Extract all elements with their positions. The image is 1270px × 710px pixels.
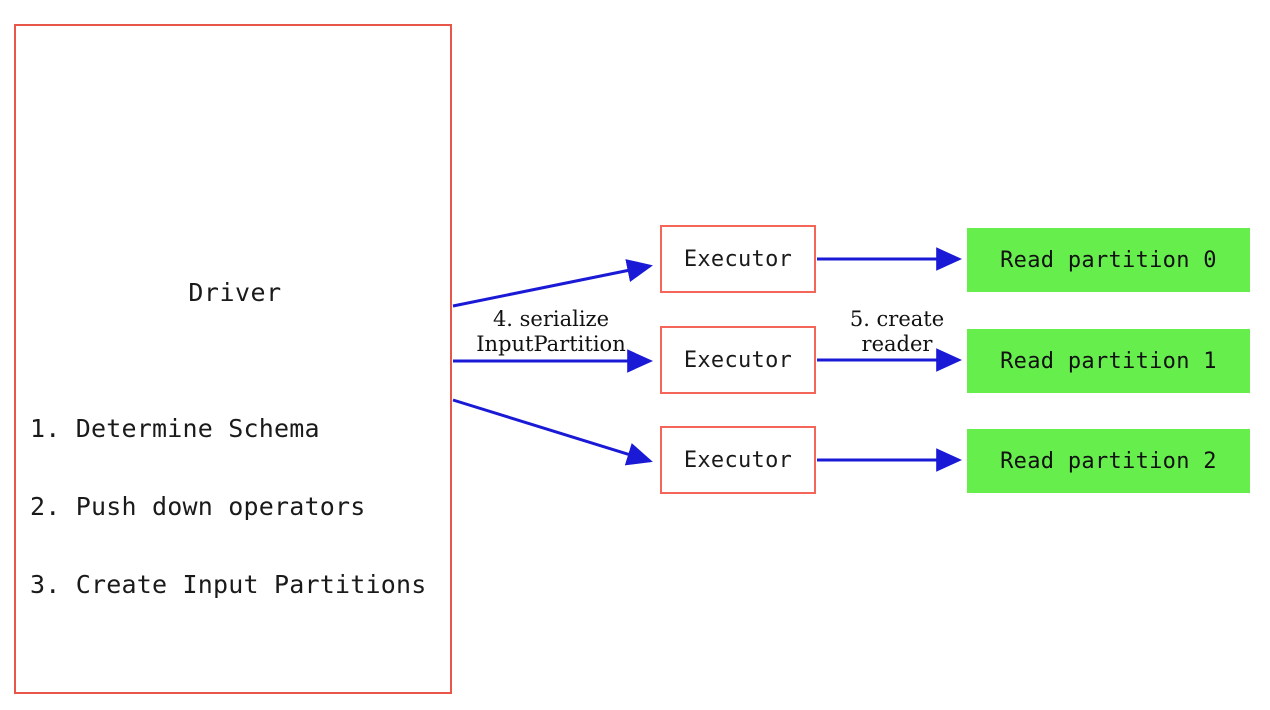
executor-box-1: Executor xyxy=(660,326,816,394)
executor-box-0: Executor xyxy=(660,225,816,293)
edge-label-serialize-line-2: InputPartition xyxy=(476,332,626,356)
driver-step-3: 3. Create Input Partitions xyxy=(30,570,427,599)
executor-label-2: Executor xyxy=(683,447,793,473)
driver-title: Driver xyxy=(188,278,282,307)
driver-step-1: 1. Determine Schema xyxy=(30,414,320,443)
driver-step-list: 1. Determine Schema 2. Push down operato… xyxy=(30,364,450,650)
arrow-driver-to-executor-2 xyxy=(452,398,653,466)
driver-box: Driver 1. Determine Schema 2. Push down … xyxy=(14,24,452,694)
partition-box-2: Read partition 2 xyxy=(967,429,1250,493)
partition-label-2: Read partition 2 xyxy=(1000,448,1217,474)
driver-step-2: 2. Push down operators xyxy=(30,492,366,521)
edge-label-create-line-2: reader xyxy=(861,332,933,356)
executor-label-1: Executor xyxy=(683,347,793,373)
executor-label-0: Executor xyxy=(683,246,793,272)
partition-label-1: Read partition 1 xyxy=(1000,348,1217,374)
edge-label-serialize-line-1: 4. serialize xyxy=(492,307,610,331)
partition-label-0: Read partition 0 xyxy=(1000,247,1217,273)
edge-label-serialize: 4. serialize InputPartition xyxy=(466,307,636,357)
partition-box-0: Read partition 0 xyxy=(967,228,1250,292)
edge-label-create-line-1: 5. create xyxy=(849,307,945,331)
partition-box-1: Read partition 1 xyxy=(967,329,1250,393)
executor-box-2: Executor xyxy=(660,426,816,494)
edge-label-create-reader: 5. create reader xyxy=(836,307,958,357)
arrow-driver-to-executor-0 xyxy=(452,259,653,308)
